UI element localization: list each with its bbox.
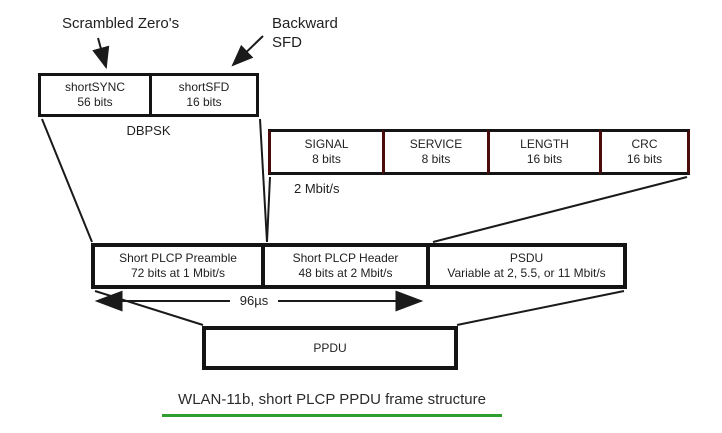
ppdu-fields-row: Short PLCP Preamble 72 bits at 1 Mbit/s …: [91, 243, 627, 289]
field-size: 8 bits: [421, 152, 451, 166]
header-expand-line-left: [266, 176, 271, 243]
modulation-label: DBPSK: [126, 123, 171, 138]
ppdu-label: PPDU: [313, 341, 347, 355]
field-short-plcp-header: Short PLCP Header 48 bits at 2 Mbit/s: [261, 243, 430, 289]
scrambled-zeros-label: Scrambled Zero's: [62, 15, 180, 32]
ppdu-expand-line-left: [94, 290, 204, 326]
field-name: SIGNAL: [304, 137, 349, 151]
field-name: Short PLCP Header: [292, 251, 399, 265]
field-name: Short PLCP Preamble: [119, 251, 237, 265]
field-size: 56 bits: [77, 95, 113, 109]
field-size: 16 bits: [186, 95, 222, 109]
field-signal: SIGNAL 8 bits: [268, 129, 385, 175]
field-name: SERVICE: [409, 137, 463, 151]
short-preamble-group: shortSYNC 56 bits shortSFD 16 bits: [38, 73, 259, 117]
field-shortsync: shortSYNC 56 bits: [38, 73, 152, 117]
field-size: 8 bits: [312, 152, 341, 166]
field-crc: CRC 16 bits: [599, 129, 690, 175]
field-name: LENGTH: [520, 137, 569, 151]
field-size: Variable at 2, 5.5, or 11 Mbit/s: [447, 266, 606, 280]
field-shortsfd: shortSFD 16 bits: [149, 73, 259, 117]
header-rate-label: 2 Mbit/s: [294, 181, 340, 196]
field-service: SERVICE 8 bits: [382, 129, 490, 175]
field-name: shortSFD: [178, 80, 230, 94]
field-size: 48 bits at 2 Mbit/s: [298, 266, 393, 280]
header-expand-line-right: [432, 176, 688, 243]
field-name: CRC: [631, 137, 658, 151]
backward-sfd-arrow: [231, 35, 264, 67]
diagram-caption: WLAN-11b, short PLCP PPDU frame structur…: [162, 391, 502, 417]
backward-sfd-label: Backward SFD: [272, 15, 338, 51]
field-name: PSDU: [509, 251, 544, 265]
plcp-header-group: SIGNAL 8 bits SERVICE 8 bits LENGTH 16 b…: [268, 129, 690, 175]
ppdu-box: PPDU: [202, 326, 458, 370]
field-size: 16 bits: [626, 152, 663, 166]
field-psdu: PSDU Variable at 2, 5.5, or 11 Mbit/s: [426, 243, 627, 289]
preamble-expand-line-right: [259, 118, 268, 243]
scrambled-zeros-arrow: [92, 37, 110, 70]
field-short-plcp-preamble: Short PLCP Preamble 72 bits at 1 Mbit/s: [91, 243, 265, 289]
field-size: 16 bits: [526, 152, 563, 166]
field-size: 72 bits at 1 Mbit/s: [130, 266, 226, 280]
ppdu-expand-line-right: [456, 290, 625, 326]
field-length: LENGTH 16 bits: [487, 129, 602, 175]
duration-label: 96µs: [230, 293, 278, 308]
field-name: shortSYNC: [64, 80, 126, 94]
